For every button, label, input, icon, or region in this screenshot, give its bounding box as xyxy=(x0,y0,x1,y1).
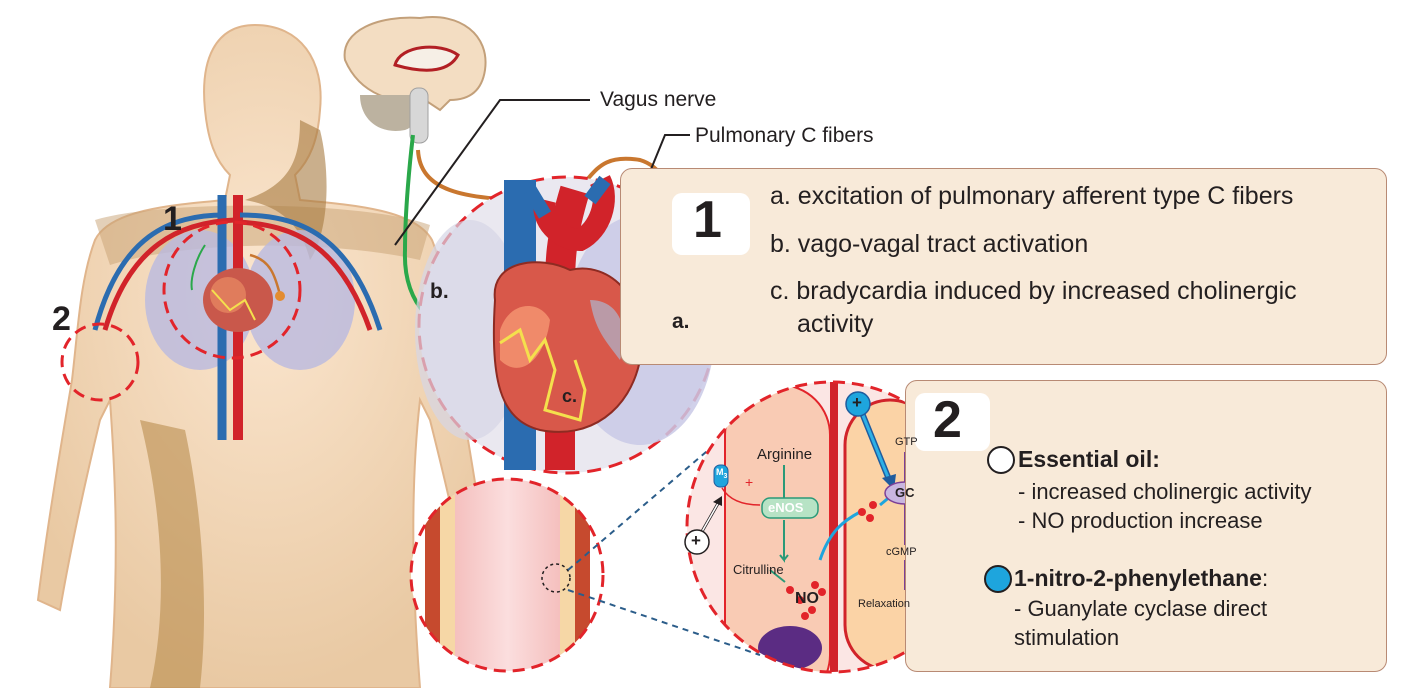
m3-receptor-shape xyxy=(713,464,729,488)
nitro-title-wrap: 1-nitro-2-phenylethane: xyxy=(1014,565,1268,592)
essential-oil-effect-1: - increased cholinergic activity xyxy=(1018,479,1312,504)
essential-oil-plus-circle xyxy=(684,529,710,555)
gc-label: GC xyxy=(895,485,915,500)
no-label: NO xyxy=(795,590,819,607)
body-marker-2: 2 xyxy=(52,300,71,338)
brain xyxy=(343,16,487,144)
panel1-item-a: a. excitation of pulmonary afferent type… xyxy=(770,182,1294,210)
nitro-title: 1-nitro-2-phenylethane xyxy=(1014,565,1262,591)
nitro-title-suffix: : xyxy=(1261,565,1269,591)
enos-label: eNOS xyxy=(768,500,804,515)
essential-oil-dot xyxy=(987,446,1015,474)
letter-b: b. xyxy=(430,280,449,303)
nitro-effect-1: - Guanylate cyclase direct xyxy=(1014,596,1268,621)
heart-zoom-marker xyxy=(162,220,302,360)
zoom-marker-2: 2 xyxy=(933,391,962,449)
essential-oil-plus: + xyxy=(691,531,701,550)
m-receptor-letter: M xyxy=(716,467,724,477)
panel1-item-c-cont: activity xyxy=(797,310,874,338)
panel1-item-c: c. bradycardia induced by increased chol… xyxy=(770,277,1297,305)
panel1-item-b: b. vago-vagal tract activation xyxy=(770,230,1089,258)
nitro-effect-2: stimulation xyxy=(1014,625,1120,650)
zoom-marker-1: 1 xyxy=(693,191,722,249)
cgmp-label: cGMP xyxy=(886,546,917,558)
gc-stimulus-plus-circle xyxy=(845,391,871,417)
body-marker-1: 1 xyxy=(163,200,182,238)
relaxation-label: Relaxation xyxy=(858,598,910,610)
letter-c: c. xyxy=(562,386,578,406)
pulmonary-c-fibers-label: Pulmonary C fibers xyxy=(695,124,874,147)
essential-oil-title: Essential oil: xyxy=(1018,446,1160,472)
arm-zoom-marker xyxy=(60,322,140,402)
red-plus-sign: + xyxy=(745,474,754,490)
vagus-nerve-label: Vagus nerve xyxy=(600,88,717,111)
m3-receptor-label: M3 xyxy=(716,467,727,480)
arginine-label: Arginine xyxy=(757,446,813,463)
citrulline-label: Citrulline xyxy=(733,562,784,577)
human-body xyxy=(36,23,494,688)
effects-panel-1 xyxy=(620,168,1387,365)
gtp-label: GTP xyxy=(895,436,918,448)
letter-a: a. xyxy=(672,310,690,333)
m-receptor-sub: 3 xyxy=(723,472,728,480)
enos-node xyxy=(761,497,819,519)
gc-stimulus-plus: + xyxy=(852,393,862,412)
vessel-zoom xyxy=(409,439,761,673)
nitro-dot xyxy=(984,565,1012,593)
essential-oil-effect-2: - NO production increase xyxy=(1018,508,1263,533)
